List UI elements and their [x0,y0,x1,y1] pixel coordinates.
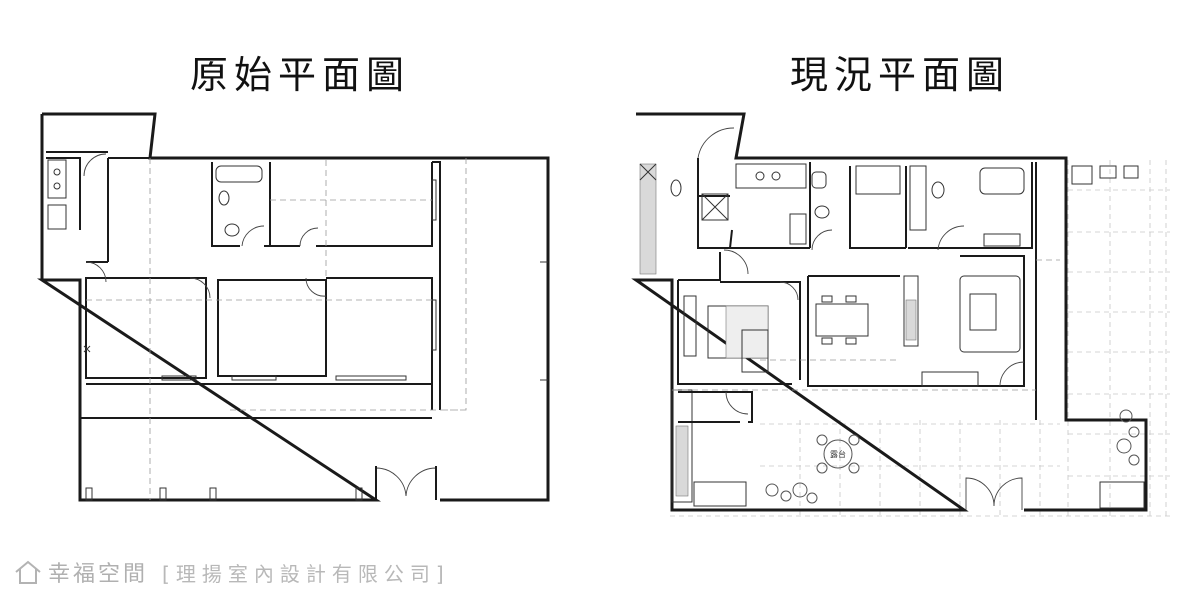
plant-icons [765,409,1140,504]
original-plan-title: 原始平面圖 [190,53,411,97]
current-floor-plan: 露台 [631,112,1170,517]
watermark-footer: 幸福空間 [理揚室內設計有限公司] [14,556,450,588]
original-floor-plan [36,112,550,502]
current-plan-title: 現況平面圖 [790,53,1011,97]
balcony-label: 露台 [830,449,846,459]
home-icon [15,560,41,584]
brand-name: 幸福空間 [48,562,149,587]
company-name: [理揚室內設計有限公司] [162,561,450,586]
